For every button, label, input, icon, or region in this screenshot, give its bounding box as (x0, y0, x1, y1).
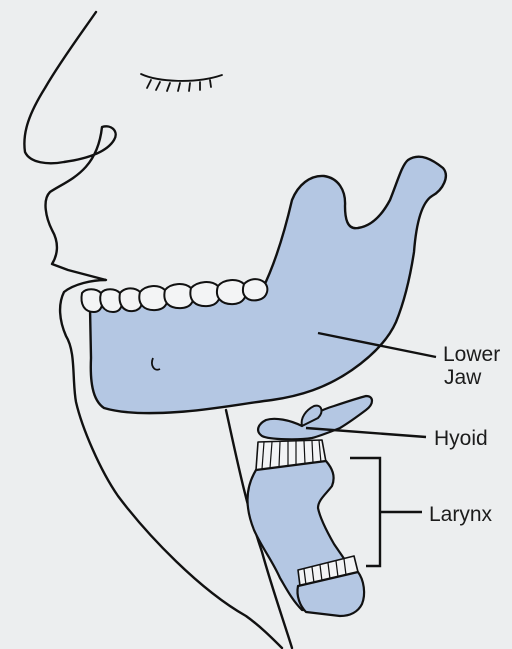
larynx-bracket (350, 458, 380, 566)
lower-jaw-label: Lower Jaw (443, 343, 500, 389)
larynx-label: Larynx (429, 503, 492, 526)
eye-icon (141, 74, 222, 91)
lower-jaw-label-line2: Jaw (443, 366, 500, 389)
hyoid-label: Hyoid (434, 427, 488, 450)
lower-jaw-bone (90, 157, 446, 414)
lower-jaw-label-line1: Lower (443, 343, 500, 366)
